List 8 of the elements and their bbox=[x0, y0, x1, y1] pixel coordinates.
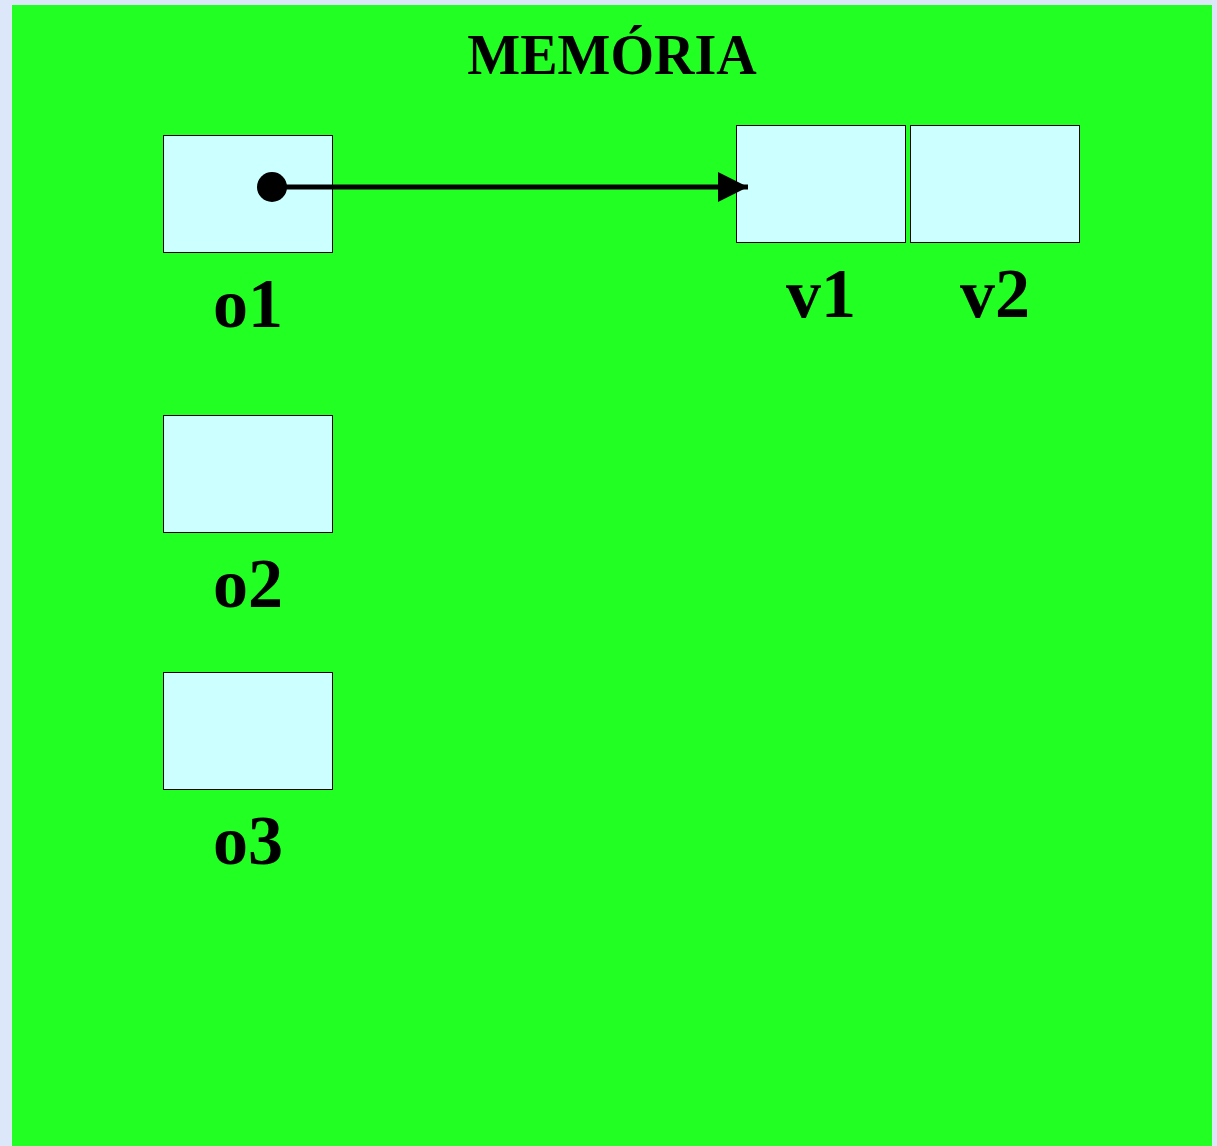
variable-label: o1 bbox=[212, 269, 284, 339]
title: MEMÓRIA bbox=[466, 27, 758, 83]
pointer-arrow bbox=[257, 172, 748, 202]
variable-label: v1 bbox=[785, 259, 857, 329]
variable-label: v2 bbox=[959, 259, 1031, 329]
variable-label: o2 bbox=[212, 549, 284, 619]
variable-label: o3 bbox=[212, 806, 284, 876]
memory-panel bbox=[12, 5, 1212, 1146]
